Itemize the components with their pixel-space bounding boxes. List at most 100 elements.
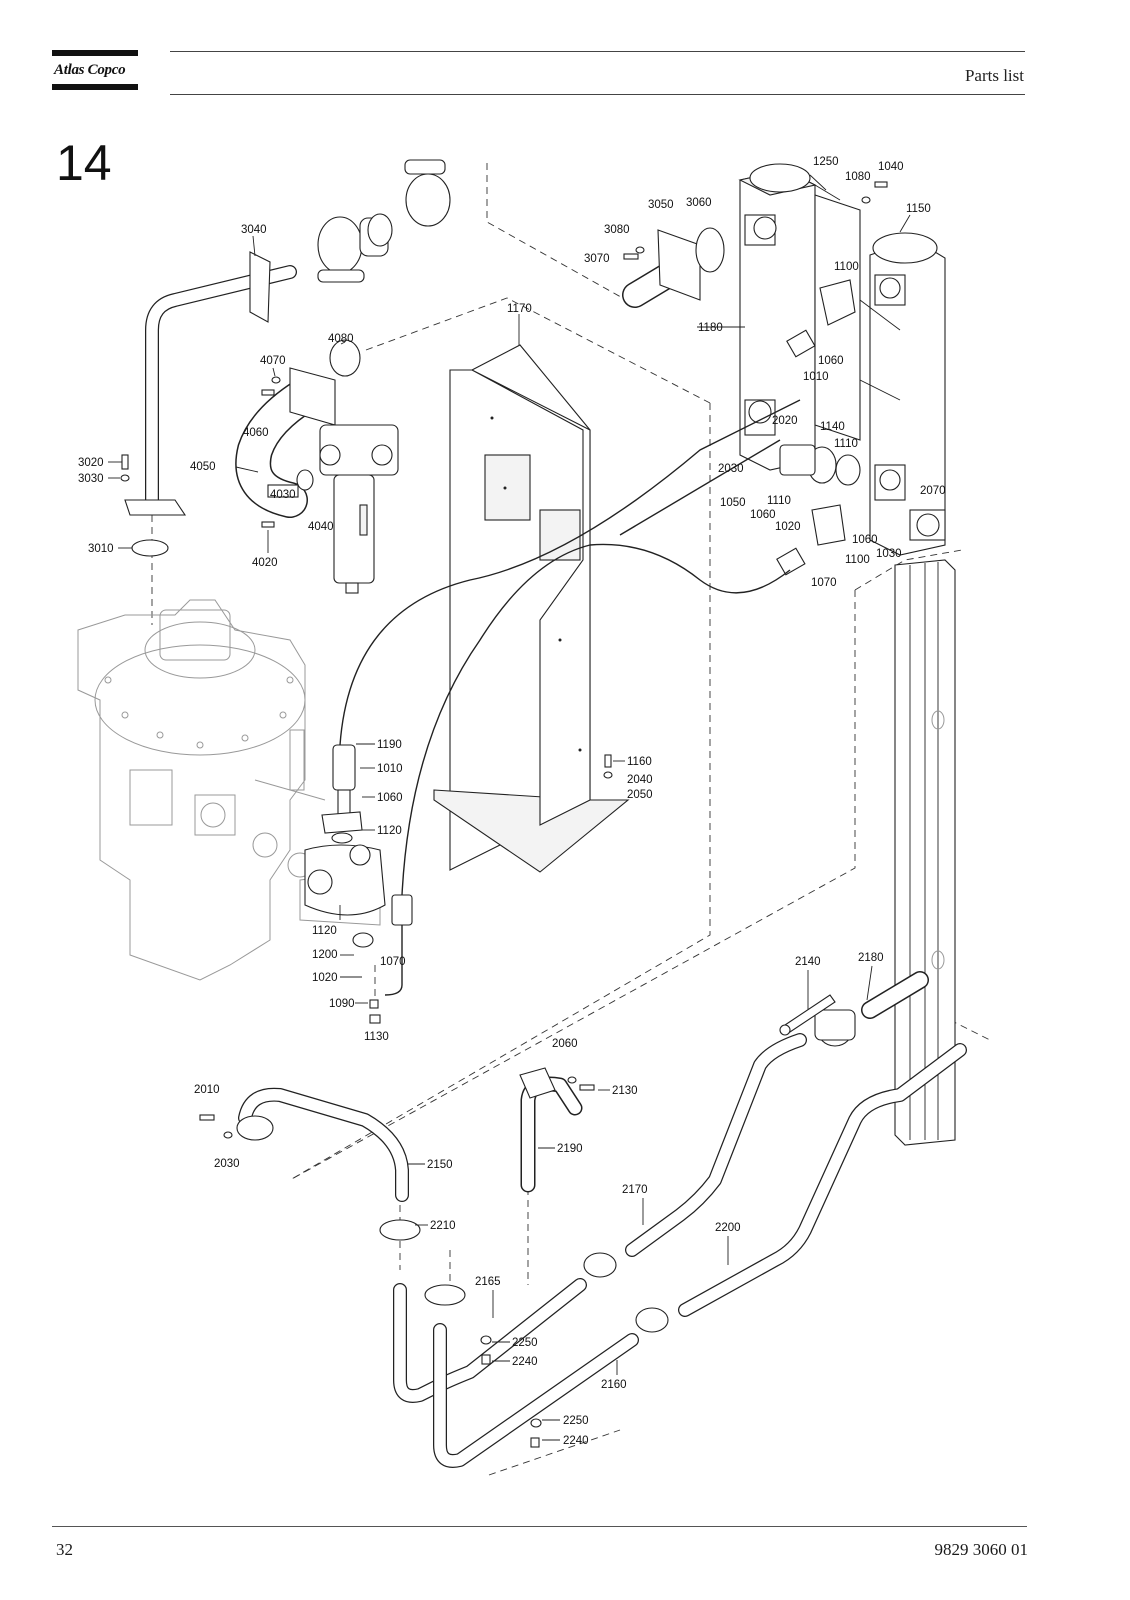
figure-number: 14 bbox=[56, 135, 112, 191]
callout-2210: 2210 bbox=[430, 1220, 456, 1232]
callout-2030-lower: 2030 bbox=[214, 1158, 240, 1170]
callout-2020: 2020 bbox=[772, 415, 798, 427]
callout-2165: 2165 bbox=[475, 1276, 501, 1288]
filter-assembly bbox=[235, 339, 399, 594]
callout-3010: 3010 bbox=[88, 543, 114, 555]
leader-lines bbox=[108, 174, 911, 1441]
page-number: 32 bbox=[56, 1540, 73, 1559]
callout-1120-upper: 1120 bbox=[377, 825, 402, 837]
brand-logo: Atlas Copco bbox=[54, 62, 126, 78]
callout-1030: 1030 bbox=[876, 548, 902, 560]
assembly-guide-lines bbox=[151, 163, 991, 1476]
stub-pipe-3050 bbox=[622, 227, 725, 308]
callout-1100-upper: 1100 bbox=[834, 261, 859, 273]
callout-1100-lower: 1100 bbox=[845, 554, 870, 566]
compressor-element bbox=[77, 599, 381, 981]
manifold-1180 bbox=[738, 163, 861, 471]
callout-2060: 2060 bbox=[552, 1038, 578, 1050]
callout-2180: 2180 bbox=[858, 952, 884, 964]
callout-2130: 2130 bbox=[612, 1085, 638, 1097]
callout-4040: 4040 bbox=[308, 521, 334, 533]
callout-1160: 1160 bbox=[627, 756, 652, 768]
logo-bar-top bbox=[52, 50, 138, 56]
callout-2010: 2010 bbox=[194, 1084, 220, 1096]
callout-2250-upper: 2250 bbox=[512, 1337, 538, 1349]
callout-1130: 1130 bbox=[364, 1031, 389, 1043]
bracket-1170 bbox=[433, 344, 630, 873]
callout-2070: 2070 bbox=[920, 485, 946, 497]
callout-3020: 3020 bbox=[78, 457, 104, 469]
logo-bar-bottom bbox=[52, 84, 138, 90]
manifold-fittings bbox=[776, 279, 861, 576]
callout-3060: 3060 bbox=[686, 197, 712, 209]
callout-4080: 4080 bbox=[328, 333, 354, 345]
callout-2240-upper: 2240 bbox=[512, 1356, 538, 1368]
header-rule-bottom bbox=[170, 94, 1025, 95]
callout-1110-upper: 1110 bbox=[834, 438, 858, 450]
callout-2190: 2190 bbox=[557, 1143, 583, 1155]
callout-3030: 3030 bbox=[78, 473, 104, 485]
fasteners bbox=[120, 181, 888, 1448]
callout-1020-upper: 1020 bbox=[775, 521, 801, 533]
pipe-2170 bbox=[625, 1033, 807, 1257]
footer-rule bbox=[52, 1526, 1027, 1527]
callout-1060-upper: 1060 bbox=[818, 355, 844, 367]
callout-2170: 2170 bbox=[622, 1184, 648, 1196]
callout-2250-lower: 2250 bbox=[563, 1415, 589, 1427]
callout-3070: 3070 bbox=[584, 253, 610, 265]
callout-2200: 2200 bbox=[715, 1222, 741, 1234]
callout-1060-left: 1060 bbox=[377, 792, 403, 804]
document-number: 9829 3060 01 bbox=[934, 1540, 1029, 1559]
callout-1040: 1040 bbox=[878, 161, 904, 173]
manifold-1150 bbox=[859, 232, 946, 556]
pipe-2190 bbox=[519, 1067, 583, 1193]
callout-1250: 1250 bbox=[813, 156, 839, 168]
coupling-clamps-top bbox=[317, 159, 451, 283]
callout-1090: 1090 bbox=[329, 998, 355, 1010]
callout-3040: 3040 bbox=[241, 224, 267, 236]
callout-1150: 1150 bbox=[906, 203, 931, 215]
callout-4020: 4020 bbox=[252, 557, 278, 569]
frame-rail bbox=[894, 559, 956, 1146]
callout-2050: 2050 bbox=[627, 789, 653, 801]
callout-1110-lower: 1110 bbox=[767, 495, 791, 507]
pipe-2165-2160 bbox=[393, 1278, 639, 1468]
callout-4070: 4070 bbox=[260, 355, 286, 367]
pipe-3040 bbox=[124, 251, 297, 557]
valve-2140-2180 bbox=[779, 971, 929, 1047]
callout-1140: 1140 bbox=[820, 421, 845, 433]
header-rule-top bbox=[170, 51, 1025, 52]
callout-1180: 1180 bbox=[698, 322, 723, 334]
callout-1080: 1080 bbox=[845, 171, 871, 183]
pipe-2200 bbox=[678, 1043, 967, 1317]
callout-2030-upper: 2030 bbox=[718, 463, 744, 475]
callout-2040: 2040 bbox=[627, 774, 653, 786]
callout-2140: 2140 bbox=[795, 956, 821, 968]
callout-1120-lower: 1120 bbox=[312, 925, 337, 937]
callout-labels: 3040 3020 3030 3010 4080 4070 4060 4050 … bbox=[78, 156, 946, 1447]
callout-2160: 2160 bbox=[601, 1379, 627, 1391]
hoses bbox=[339, 399, 801, 896]
callout-1050: 1050 bbox=[720, 497, 746, 509]
callout-2150: 2150 bbox=[427, 1159, 453, 1171]
callout-4050: 4050 bbox=[190, 461, 216, 473]
callout-1070-lower: 1070 bbox=[380, 956, 406, 968]
callout-1070-upper: 1070 bbox=[811, 577, 837, 589]
sensor-assembly-1190 bbox=[304, 744, 413, 1024]
section-title: Parts list bbox=[964, 66, 1024, 85]
callout-4060: 4060 bbox=[243, 427, 269, 439]
pipe-2150 bbox=[236, 1087, 409, 1202]
callout-1200: 1200 bbox=[312, 949, 338, 961]
callout-3050: 3050 bbox=[648, 199, 674, 211]
callout-2240-lower: 2240 bbox=[563, 1435, 589, 1447]
callout-1190: 1190 bbox=[377, 739, 402, 751]
callout-1010-lower: 1010 bbox=[377, 763, 403, 775]
clamps-2210 bbox=[379, 1219, 669, 1333]
callout-1020-lower: 1020 bbox=[312, 972, 338, 984]
callout-1060-lower: 1060 bbox=[852, 534, 878, 546]
callout-1060-mid: 1060 bbox=[750, 509, 776, 521]
callout-1170: 1170 bbox=[507, 303, 532, 315]
callout-4030: 4030 bbox=[270, 489, 296, 501]
callout-1010-upper: 1010 bbox=[803, 371, 829, 383]
